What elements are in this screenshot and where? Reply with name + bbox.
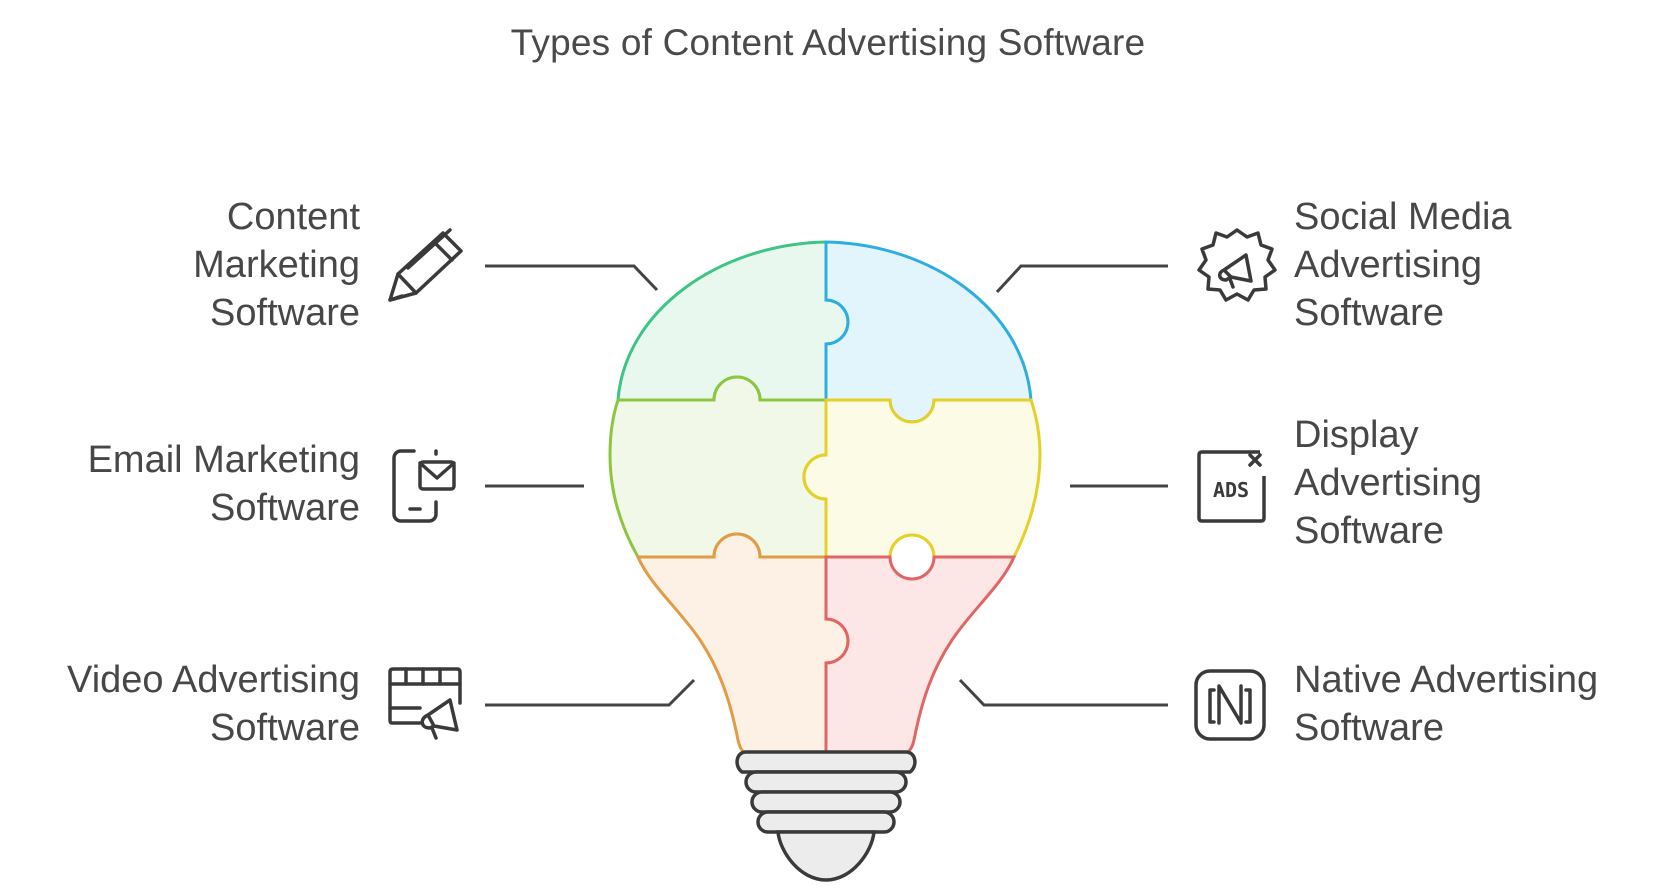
label-line: Software [1294,292,1444,334]
label-native-advertising: Native Advertising Software [1294,656,1598,752]
phone-mail-icon [392,449,456,523]
label-line: Software [210,292,360,334]
label-content-marketing: Content Marketing Software [193,193,360,337]
native-n-icon [1194,669,1266,741]
label-line: Advertising [1294,462,1482,504]
label-email-marketing: Email Marketing Software [88,436,360,532]
label-line: Software [1294,707,1444,749]
ads-icon-text: ADS [1213,478,1249,502]
connector-social-media [995,264,1168,294]
label-line: Email Marketing [87,439,360,481]
label-line: Software [210,487,360,529]
connector-native-advertising [958,678,1168,707]
video-megaphone-icon [388,667,462,740]
label-line: Display [1294,414,1419,456]
label-display-advertising: Display Advertising Software [1294,411,1482,555]
label-line: Video Advertising [67,659,360,701]
label-video-advertising: Video Advertising Software [67,656,360,752]
label-line: Native Advertising [1294,659,1599,701]
label-line: Software [210,707,360,749]
label-social-media-advertising: Social Media Advertising Software [1294,193,1512,337]
puzzle-piece-top-right [824,240,1033,424]
puzzle-piece-bottom-right [824,555,1017,760]
lightbulb-base [735,750,917,882]
diagram-title: Types of Content Advertising Software [510,22,1146,63]
puzzle-piece-bottom-left [635,532,850,760]
puzzle-piece-middle-left [608,375,828,559]
gear-megaphone-icon [1197,228,1277,302]
puzzle-piece-middle-right [802,398,1042,559]
connector-video-advertising [485,678,696,707]
label-line: Advertising [1294,244,1482,286]
ads-window-icon: ADS [1197,450,1266,523]
label-line: Marketing [193,244,360,286]
connector-content-marketing [485,264,659,292]
label-line: Social Media [1294,196,1512,238]
label-line: Content [226,196,360,238]
connectors [485,264,1168,707]
label-line: Software [1294,510,1444,552]
pencil-icon [388,228,463,302]
